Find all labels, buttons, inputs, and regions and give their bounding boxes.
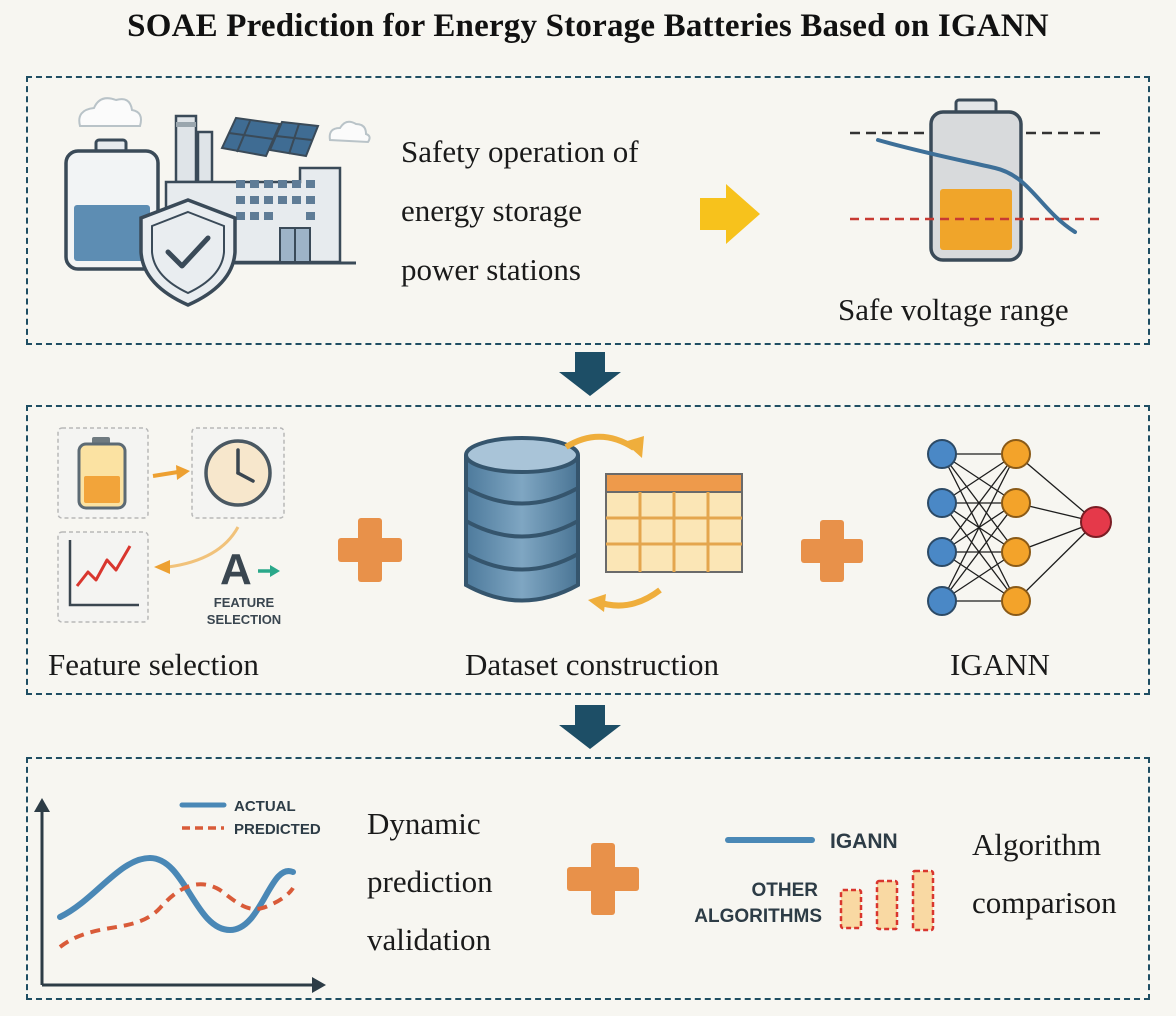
safety-operation-text: Safety operation of energy storage power… <box>401 122 639 299</box>
cloud-icon <box>328 120 371 144</box>
safe-voltage-icon <box>850 98 1100 262</box>
dynamic-text-line-3: validation <box>367 922 491 957</box>
feature-caption-line-1: FEATURE <box>214 595 275 610</box>
neural-network-icon <box>927 439 1112 616</box>
safety-text-line-1: Safety operation of <box>401 134 639 169</box>
other-algorithms-line-1: OTHER <box>752 880 819 901</box>
safety-text-line-3: power stations <box>401 252 581 287</box>
table-icon <box>605 473 743 573</box>
dynamic-prediction-text: Dynamic prediction validation <box>367 795 493 969</box>
legend-predicted: PREDICTED <box>234 821 321 838</box>
safe-voltage-label: Safe voltage range <box>838 292 1069 327</box>
dynamic-text-line-1: Dynamic <box>367 806 481 841</box>
feature-selection-icon: A <box>57 427 285 623</box>
panel-safety <box>26 76 1150 345</box>
shield-check-icon <box>139 198 237 307</box>
plus-icon <box>567 843 639 915</box>
algorithm-comparison-text: Algorithm comparison <box>972 816 1117 932</box>
svg-text:A: A <box>220 545 252 594</box>
plus-icon <box>338 518 402 582</box>
igann-label: IGANN <box>950 647 1050 682</box>
panel-validation <box>26 757 1150 1000</box>
cloud-icon <box>78 97 142 127</box>
panel-modeling <box>26 405 1150 695</box>
diagram-title: SOAE Prediction for Energy Storage Batte… <box>127 8 1049 44</box>
plus-icon <box>801 520 863 582</box>
prediction-chart-icon <box>34 798 326 993</box>
algorithm-comparison-icon <box>725 837 935 932</box>
safety-text-line-2: energy storage <box>401 193 583 228</box>
legend-actual: ACTUAL <box>234 798 296 815</box>
algo-text-line-2: comparison <box>972 885 1117 920</box>
dynamic-text-line-2: prediction <box>367 864 493 899</box>
database-icon <box>464 433 662 612</box>
algo-text-line-1: Algorithm <box>972 827 1102 862</box>
yellow-arrow-icon <box>700 184 760 244</box>
other-algorithms-line-2: ALGORITHMS <box>694 906 822 927</box>
arrow-down-icon <box>559 705 621 749</box>
feature-caption-line-2: SELECTION <box>207 612 281 627</box>
dataset-construction-label: Dataset construction <box>465 647 719 682</box>
feature-selection-label: Feature selection <box>48 647 259 682</box>
arrow-down-icon <box>559 352 621 396</box>
igann-legend-label: IGANN <box>830 830 898 853</box>
